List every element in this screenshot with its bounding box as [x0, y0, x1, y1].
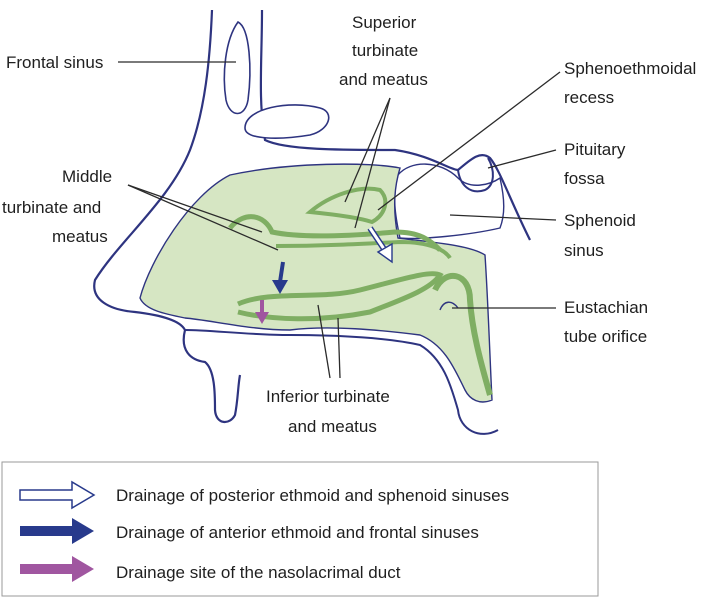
leader-middle-a [127, 184, 263, 233]
blue-arrow-diagram-head [272, 280, 288, 294]
inferior-turbinate-band [236, 271, 444, 322]
legend-item-1-label: Drainage of posterior ethmoid and spheno… [116, 486, 509, 505]
middle-turbinate-band [228, 214, 442, 252]
label-middle-1: Middle [62, 167, 112, 186]
pituitary-fossa [457, 157, 494, 193]
ethmoid-oval [244, 104, 330, 139]
label-spheno-2: recess [564, 88, 614, 107]
leader-superior-a [344, 97, 391, 203]
label-sphenoid-2: sinus [564, 241, 604, 260]
legend: Drainage of posterior ethmoid and spheno… [1, 461, 599, 597]
leader-inferior-b [337, 317, 341, 379]
label-eustachian-2: tube orifice [564, 327, 647, 346]
middle-turbinate-band-2 [275, 239, 452, 260]
leader-spheno [377, 71, 561, 211]
purple-arrow-diagram-head [255, 312, 269, 324]
label-superior-1: Superior [352, 13, 417, 32]
label-superior-2: turbinate [352, 41, 418, 60]
label-pituitary-1: Pituitary [564, 140, 626, 159]
label-frontal-sinus: Frontal sinus [6, 53, 103, 72]
label-sphenoid-1: Sphenoid [564, 211, 636, 230]
white-arrow-diagram-head [376, 242, 393, 264]
leader-pituitary [487, 149, 557, 169]
legend-item-3-label: Drainage site of the nasolacrimal duct [116, 563, 401, 582]
label-inferior-1: Inferior turbinate [266, 387, 390, 406]
white-arrow-diagram-inner [368, 227, 388, 253]
blue-arrow-diagram [278, 261, 285, 283]
legend-white-arrow-icon [19, 480, 96, 510]
label-pituitary-2: fossa [564, 169, 605, 188]
eustachian-band [432, 272, 493, 396]
leader-superior-b [354, 97, 391, 229]
nasal-cavity [139, 163, 493, 403]
legend-purple-arrow-icon [20, 556, 94, 582]
sphenoid-outline [394, 163, 505, 240]
label-inferior-2: and meatus [288, 417, 377, 436]
label-spheno-1: Sphenoethmoidal [564, 59, 696, 78]
leader-sphenoid [449, 214, 557, 221]
label-superior-3: and meatus [339, 70, 428, 89]
frontal-sinus-shape [223, 20, 251, 115]
face-outline [93, 9, 242, 423]
label-middle-2: turbinate and [2, 198, 101, 217]
legend-box [1, 461, 599, 597]
leader-inferior-a [317, 304, 331, 379]
legend-blue-arrow-icon [20, 518, 94, 544]
palate-outline [184, 329, 499, 435]
label-eustachian-1: Eustachian [564, 298, 648, 317]
label-middle-3: meatus [52, 227, 108, 246]
leader-middle-b [127, 184, 279, 251]
eustachian-orifice [439, 301, 459, 311]
legend-item-2-label: Drainage of anterior ethmoid and frontal… [116, 523, 479, 542]
